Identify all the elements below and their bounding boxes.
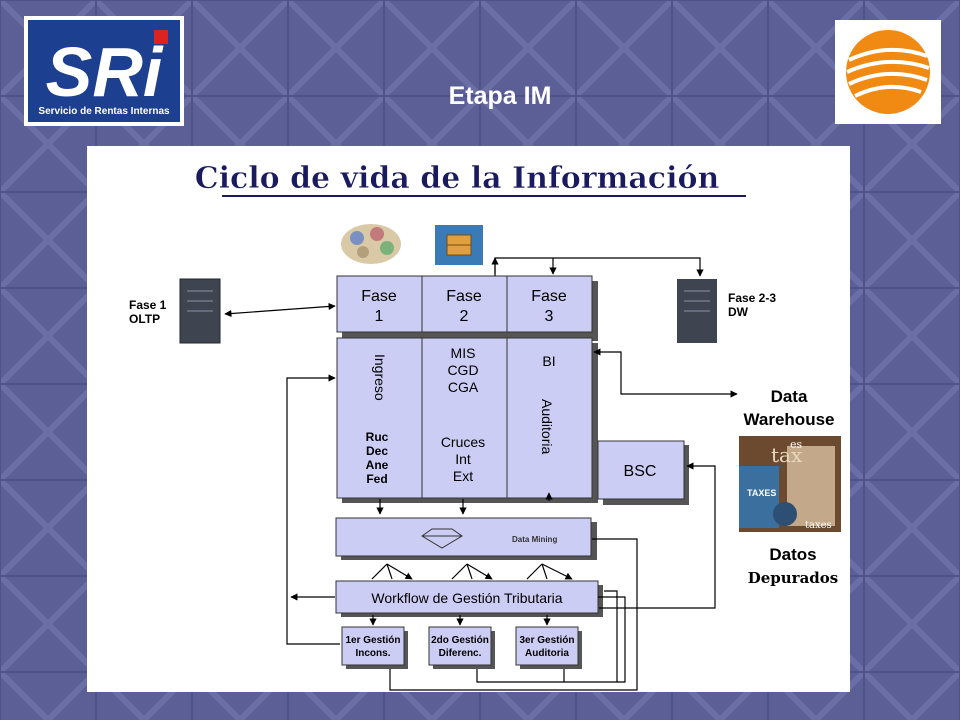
- gestion-2-line2: Diferenc.: [439, 648, 482, 659]
- gestion-2-line1: 2do Gestión: [431, 635, 489, 646]
- package-clipart-icon: [435, 225, 483, 265]
- dw-line1: Data: [771, 387, 808, 406]
- phase-2-box: [421, 275, 508, 333]
- col1-item-1: Ruc: [366, 430, 389, 444]
- phase-2-label: Fase: [446, 288, 482, 305]
- col2-top-1: MIS: [451, 345, 476, 361]
- col1-vertical: Ingreso: [372, 354, 388, 401]
- people-clipart-icon: [341, 224, 401, 264]
- phase-1-label: Fase: [361, 288, 397, 305]
- gestion-1-line1: 1er Gestión: [345, 635, 400, 646]
- workflow-box: [335, 580, 599, 614]
- sri-logo-caption: Servicio de Rentas Internas: [38, 106, 170, 117]
- gestion-2-box: [428, 626, 492, 666]
- taxes-collage-image: tax es TAXES taxes: [739, 436, 841, 532]
- col2-bottom-2: Int: [455, 451, 471, 467]
- gestion-3-line2: Auditoria: [525, 648, 569, 659]
- column-3-box: [506, 337, 593, 499]
- sri-logo: SRi Servicio de Rentas Internas: [24, 16, 184, 126]
- sri-logo-text: SRi: [46, 33, 164, 111]
- server-left-line2: OLTP: [129, 312, 160, 326]
- phase-3-box: [506, 275, 593, 333]
- lifecycle-diagram: Ciclo de vida de la Información Fase 1 O…: [129, 161, 841, 691]
- gestion-3-line1: 3er Gestión: [519, 635, 574, 646]
- orange-globe-logo: [835, 20, 941, 124]
- dw-server-icon: [677, 279, 717, 343]
- col1-item-2: Dec: [366, 444, 388, 458]
- workflow-label: Workflow de Gestión Tributaria: [371, 590, 562, 606]
- datos-line2: Depurados: [748, 569, 839, 587]
- phase-1-num: 1: [375, 308, 384, 325]
- gestion-1-box: [341, 626, 405, 666]
- col3-top: BI: [542, 353, 555, 369]
- bsc-box: [597, 440, 685, 500]
- server-right-line2: DW: [728, 305, 749, 319]
- data-mining-label: Data Mining: [512, 535, 557, 544]
- phase-3-label: Fase: [531, 288, 567, 305]
- datos-line1: Datos: [769, 545, 816, 564]
- col1-item-4: Fed: [366, 472, 387, 486]
- oltp-server-icon: [179, 278, 221, 344]
- column-1-box: [336, 337, 423, 499]
- server-right-line1: Fase 2-3: [728, 291, 776, 305]
- slide-title: Etapa IM: [448, 82, 552, 110]
- col2-top-2: CGD: [447, 362, 478, 378]
- bsc-label: BSC: [624, 463, 657, 480]
- collage-text-2: es: [790, 438, 803, 451]
- collage-text-1: tax: [771, 443, 803, 467]
- col3-vertical: Auditoria: [539, 399, 555, 454]
- data-mining-box: [335, 517, 592, 557]
- diamond-icon: [421, 528, 463, 549]
- column-2-box: [421, 337, 508, 499]
- col1-item-3: Ane: [366, 458, 389, 472]
- collage-text-3: TAXES: [747, 488, 776, 498]
- phase-3-num: 3: [545, 308, 554, 325]
- server-left-line1: Fase 1: [129, 298, 167, 312]
- gestion-3-box: [515, 626, 579, 666]
- diagram-panel: Ciclo de vida de la Información Fase 1 O…: [87, 146, 850, 692]
- gestion-1-line2: Incons.: [355, 648, 390, 659]
- col2-top-3: CGA: [448, 379, 479, 395]
- diagram-heading: Ciclo de vida de la Información: [195, 161, 720, 196]
- dw-line2: Warehouse: [743, 410, 834, 429]
- connector-lines: [224, 257, 738, 691]
- col2-bottom-3: Ext: [453, 468, 473, 484]
- collage-text-4: taxes: [805, 520, 832, 531]
- phase-2-num: 2: [460, 308, 469, 325]
- col2-bottom-1: Cruces: [441, 434, 485, 450]
- phase-1-box: [336, 275, 423, 333]
